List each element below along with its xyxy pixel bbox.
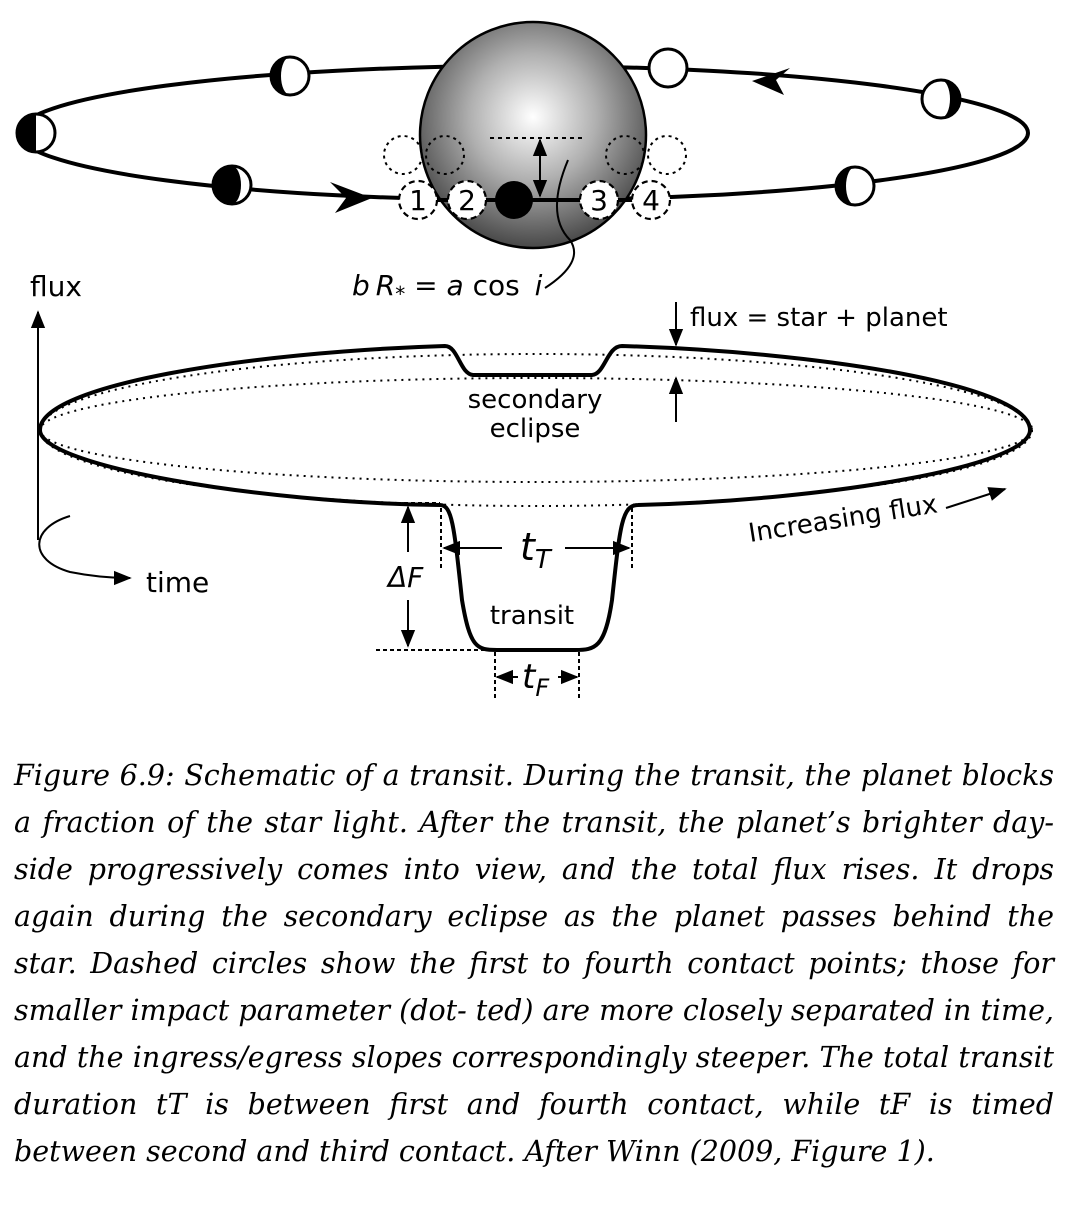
tF-label: tF <box>522 657 550 702</box>
time-axis-label: time <box>146 566 209 599</box>
orbit-arrow-right <box>752 68 790 95</box>
contact-label-3: 3 <box>590 184 608 217</box>
time-axis-arrow <box>38 515 132 586</box>
transit-label: transit <box>490 601 574 631</box>
caption-line: slopes correspondingly steeper. The tota… <box>14 1041 1055 1121</box>
planet-phase-lower-left <box>211 164 253 206</box>
transiting-planet <box>495 181 533 219</box>
caption-line: planet passes behind the star. Dashed ci… <box>14 900 1054 980</box>
dotted-contact-circle <box>425 135 465 175</box>
caption-line: second and third contact. After Winn (20… <box>146 1135 935 1168</box>
contact-circle-1 <box>397 179 439 221</box>
dotted-contact-circle <box>605 135 645 175</box>
tT-label: tT <box>520 525 553 575</box>
caption-line: brighter day-side progressively comes in… <box>14 806 1055 886</box>
contact-circle-3 <box>578 179 620 221</box>
caption-line: is between first and fourth contact, whi… <box>14 1088 1054 1168</box>
planet-phase-lower-right <box>834 165 876 207</box>
contact-circle-2 <box>446 179 488 221</box>
flux-total-label: flux = star + planet <box>690 303 948 333</box>
dotted-contact-circle <box>647 135 687 175</box>
caption-line: ted) are more closely separated in time,… <box>14 994 1054 1074</box>
caption-line: blocks a fraction of the star light. Aft… <box>14 759 1054 839</box>
light-curve-group: flux time flux = star + planet secondary… <box>30 270 1033 702</box>
contact-circle-4 <box>630 179 672 221</box>
flux-axis-label: flux <box>30 270 82 303</box>
planet-phase-full <box>647 47 689 89</box>
dotted-contact-circle <box>383 135 423 175</box>
contact-label-1: 1 <box>409 184 427 217</box>
secondary-eclipse-label-1: secondary <box>468 385 603 415</box>
deltaF-label: ΔF <box>386 561 424 594</box>
increasing-flux-arrow <box>945 487 1007 509</box>
figure-caption: Figure 6.9: Schematic of a transit. Duri… <box>14 752 1054 1175</box>
caption-line: fourth contact points; those for smaller… <box>14 947 1054 1027</box>
planet-phase-upper-right <box>920 78 962 120</box>
secondary-eclipse-label-2: eclipse <box>490 414 581 444</box>
impact-leader <box>544 159 575 289</box>
caption-line: Figure 6.9: Schematic of a transit. Duri… <box>14 759 952 792</box>
contact-label-4: 4 <box>642 184 660 217</box>
planet-phase-left-end <box>15 112 57 154</box>
contact-label-2: 2 <box>458 184 476 217</box>
light-curve <box>38 344 1032 652</box>
orbit-arrow-left <box>330 182 372 213</box>
caption-line: flux rises. It drops again during the se… <box>14 853 1055 933</box>
planet-phase-upper-left <box>269 55 311 97</box>
